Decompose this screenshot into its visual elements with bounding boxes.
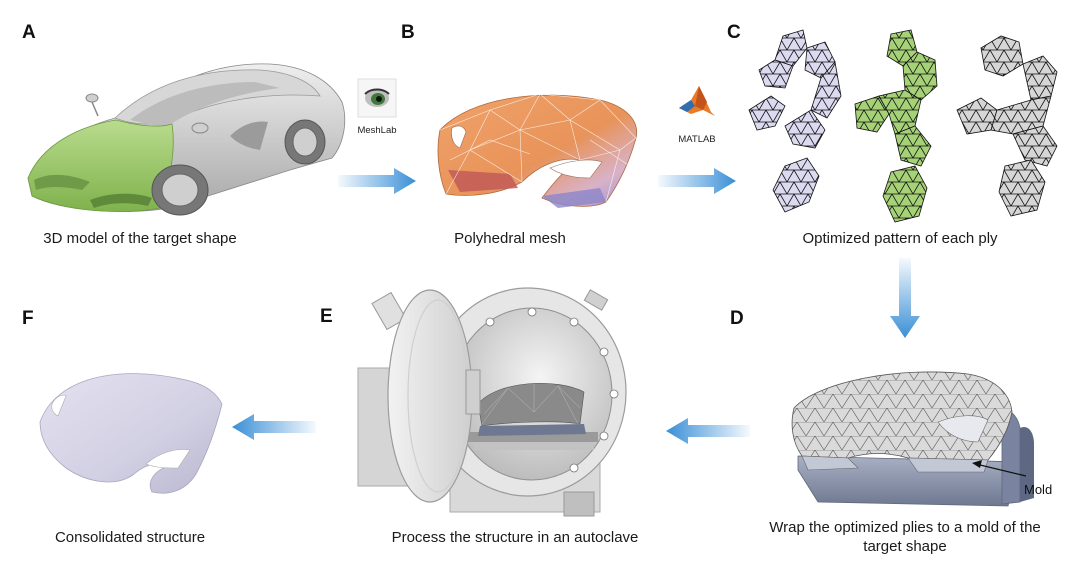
matlab-label: MATLAB xyxy=(678,134,716,145)
caption-a: 3D model of the target shape xyxy=(43,230,237,247)
caption-b: Polyhedral mesh xyxy=(454,230,566,247)
ply-patterns xyxy=(748,29,1058,223)
caption-d: Wrap the optimized plies to a mold of th… xyxy=(769,519,1041,555)
arrow-c-to-d xyxy=(890,258,920,338)
caption-f: Consolidated structure xyxy=(54,529,206,546)
caption-e: Process the structure in an autoclave xyxy=(391,529,639,546)
wrapped-mold xyxy=(791,371,1034,507)
polyhedral-mesh xyxy=(437,93,638,208)
meshlab-label: MeshLab xyxy=(357,125,397,136)
panel-letter-c: C xyxy=(727,22,741,43)
ply-gray xyxy=(956,35,1058,217)
panel-letter-a: A xyxy=(22,22,36,43)
meshlab-eye-icon xyxy=(357,78,397,118)
mold-label: Mold xyxy=(1024,482,1053,497)
matlab-membrane-icon xyxy=(679,86,715,116)
caption-c: Optimized pattern of each ply xyxy=(802,230,998,247)
panel-letter-d: D xyxy=(730,308,744,329)
ply-green xyxy=(854,29,938,223)
panel-letter-f: F xyxy=(22,308,34,329)
panel-letter-e: E xyxy=(320,306,333,327)
panel-letter-b: B xyxy=(401,22,415,43)
arrow-d-to-e xyxy=(666,418,750,444)
car-model xyxy=(27,63,346,216)
arrow-b-to-c xyxy=(658,168,736,194)
ply-lavender xyxy=(748,29,842,213)
autoclave xyxy=(357,287,627,517)
consolidated-shell xyxy=(39,373,223,494)
arrow-e-to-f xyxy=(232,414,316,440)
arrow-a-to-b xyxy=(338,168,416,194)
